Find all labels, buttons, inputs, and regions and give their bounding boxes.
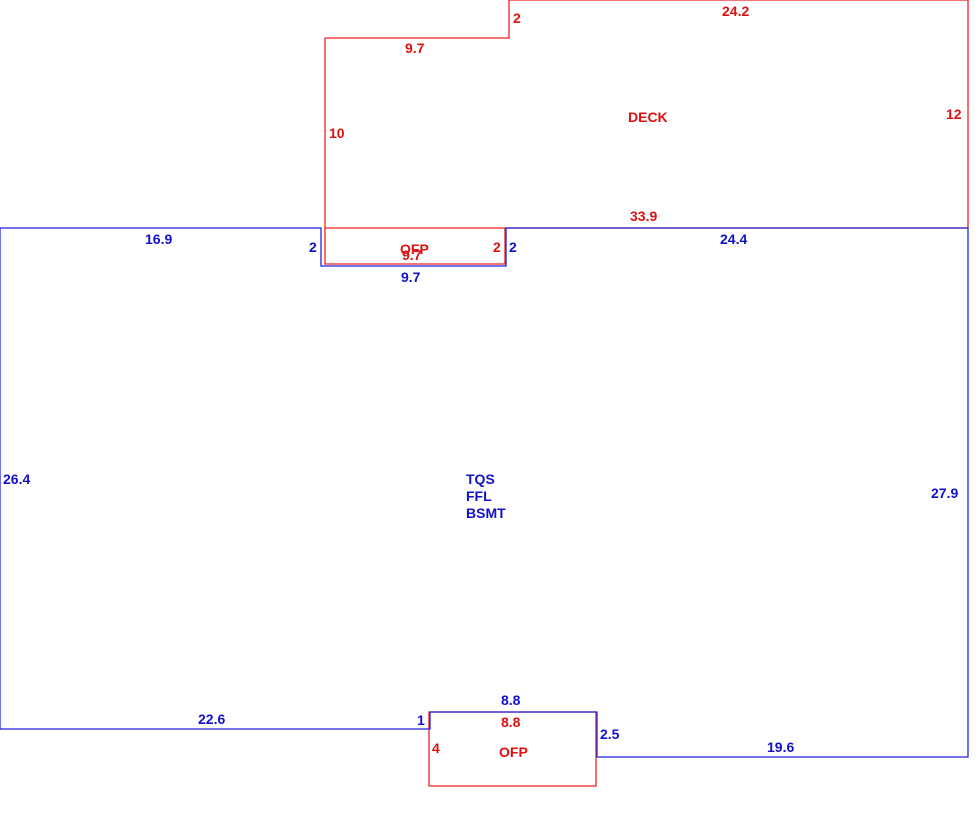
top-porch-dim-blue-right: 2 xyxy=(509,239,517,255)
house-dim-porch-side: 2.5 xyxy=(600,726,620,742)
house-dim-right: 27.9 xyxy=(931,485,958,501)
top-porch-dim-red-width: 9.7 xyxy=(402,247,422,263)
deck-dim-left: 10 xyxy=(329,125,345,141)
house-label-line-1: TQS xyxy=(466,471,495,487)
deck-dim-top: 24.2 xyxy=(722,3,749,19)
house-label-line-3: BSMT xyxy=(466,505,506,521)
bottom-porch-dim-left: 4 xyxy=(432,740,440,756)
bottom-porch-dim-top: 8.8 xyxy=(501,714,521,730)
deck-label: DECK xyxy=(628,109,668,125)
top-porch-dim-blue-bottom: 9.7 xyxy=(401,269,421,285)
deck-dim-left-top: 9.7 xyxy=(405,40,425,56)
deck-dim-bottom: 33.9 xyxy=(630,208,657,224)
deck-dim-right: 12 xyxy=(946,106,962,122)
top-porch-label: OFP xyxy=(400,241,429,257)
house-dim-left: 26.4 xyxy=(3,471,30,487)
house-dim-bottom-left: 22.6 xyxy=(198,711,225,727)
bottom-porch-label: OFP xyxy=(499,744,528,760)
house-dim-bottom-right: 19.6 xyxy=(767,739,794,755)
house-label-line-2: FFL xyxy=(466,488,492,504)
house-dim-porch-top: 8.8 xyxy=(501,692,521,708)
house-outline xyxy=(0,227,969,758)
deck-dim-notch: 2 xyxy=(513,10,521,26)
house-dim-top-left: 16.9 xyxy=(145,231,172,247)
top-porch-outline xyxy=(324,228,506,265)
top-porch-dim-blue-left: 2 xyxy=(309,239,317,255)
top-porch-dim-red-side: 2 xyxy=(493,239,501,255)
house-dim-top-right: 24.4 xyxy=(720,231,747,247)
house-dim-step: 1 xyxy=(417,712,425,728)
